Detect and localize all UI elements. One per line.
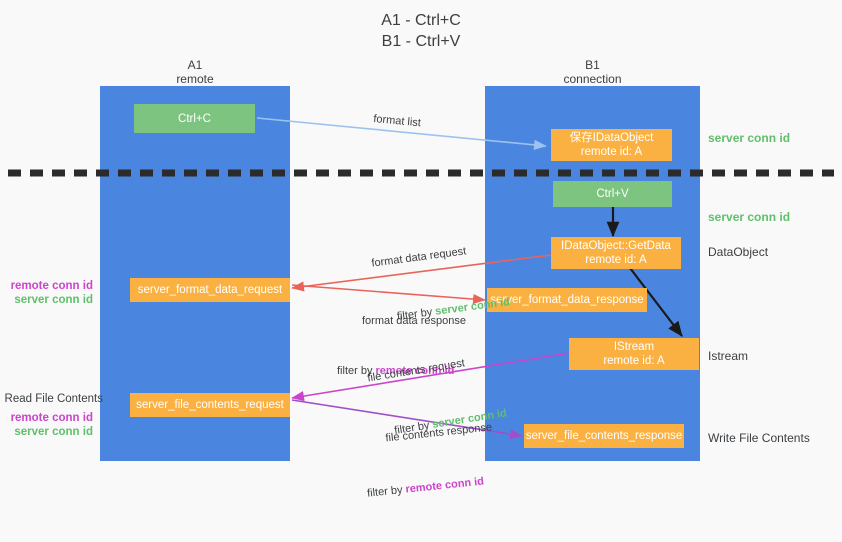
box-ctrl-v[interactable]: Ctrl+V [553,181,672,207]
left-label-format-remote-conn-id: remote conn id [10,280,93,292]
side-label-server-conn-id-mid: server conn id [708,210,791,224]
box-istream[interactable]: IStream remote id: A [569,338,699,370]
side-label-server-conn-id-top: server conn id [708,131,791,145]
box-server-file-contents-response[interactable]: server_file_contents_response [524,424,684,448]
left-label-file-server-conn-id: server conn id [14,426,93,438]
left-label-file-conn-ids: remote conn id server conn id [0,411,93,439]
annotation-format-list: format list [372,112,422,130]
lane-a1-subtitle: remote [176,72,214,86]
annotation-filter-remote-conn-id-2: remote conn id [404,475,485,496]
left-label-format-conn-ids: remote conn id server conn id [0,279,93,307]
annotation-format-data-response-text: format data response [362,315,466,327]
annotation-format-data-request-text: format data request [370,245,467,270]
side-label-istream: Istream [708,349,749,363]
left-label-file-remote-conn-id: remote conn id [10,412,93,424]
box-server-file-contents-request[interactable]: server_file_contents_request [130,393,290,417]
annotation-filter-remote-conn-id: remote conn id [375,365,455,377]
lane-a1-title: A1 [187,58,203,72]
box-idataobject-getdata[interactable]: IDataObject::GetData remote id: A [551,237,681,269]
annotation-format-data-response: format data response filter by remote co… [337,286,466,420]
annotation-format-data-response-filter: filter by remote conn id [337,365,455,377]
lane-b1-subtitle: connection [563,72,622,86]
box-server-format-data-response[interactable]: server_format_data_response [487,288,647,312]
lane-header-a1: A1 remote [100,58,290,86]
box-save-idataobject[interactable]: 保存IDataObject remote id: A [551,129,672,161]
annotation-file-contents-response: file contents response filter by remote … [360,393,503,542]
left-label-format-server-conn-id: server conn id [14,294,93,306]
diagram-canvas: A1 - Ctrl+C B1 - Ctrl+V A1 remote B1 con… [0,12,834,500]
side-label-write-file-contents: Write File Contents [708,431,810,445]
side-label-dataobject: DataObject [708,245,769,259]
lane-b1-title: B1 [585,58,600,72]
page-title: A1 - Ctrl+C B1 - Ctrl+V [381,12,461,50]
lane-header-b1: B1 connection [485,58,700,86]
annotation-file-contents-request-text: file contents request [366,357,466,385]
box-ctrl-c[interactable]: Ctrl+C [134,104,255,133]
annotation-file-contents-response-filter: filter by remote conn id [366,475,485,500]
left-label-read-file-contents: Read File Contents [4,393,103,405]
annotation-file-contents-response-text: file contents response [384,421,493,445]
box-server-format-data-request[interactable]: server_format_data_request [130,278,290,302]
